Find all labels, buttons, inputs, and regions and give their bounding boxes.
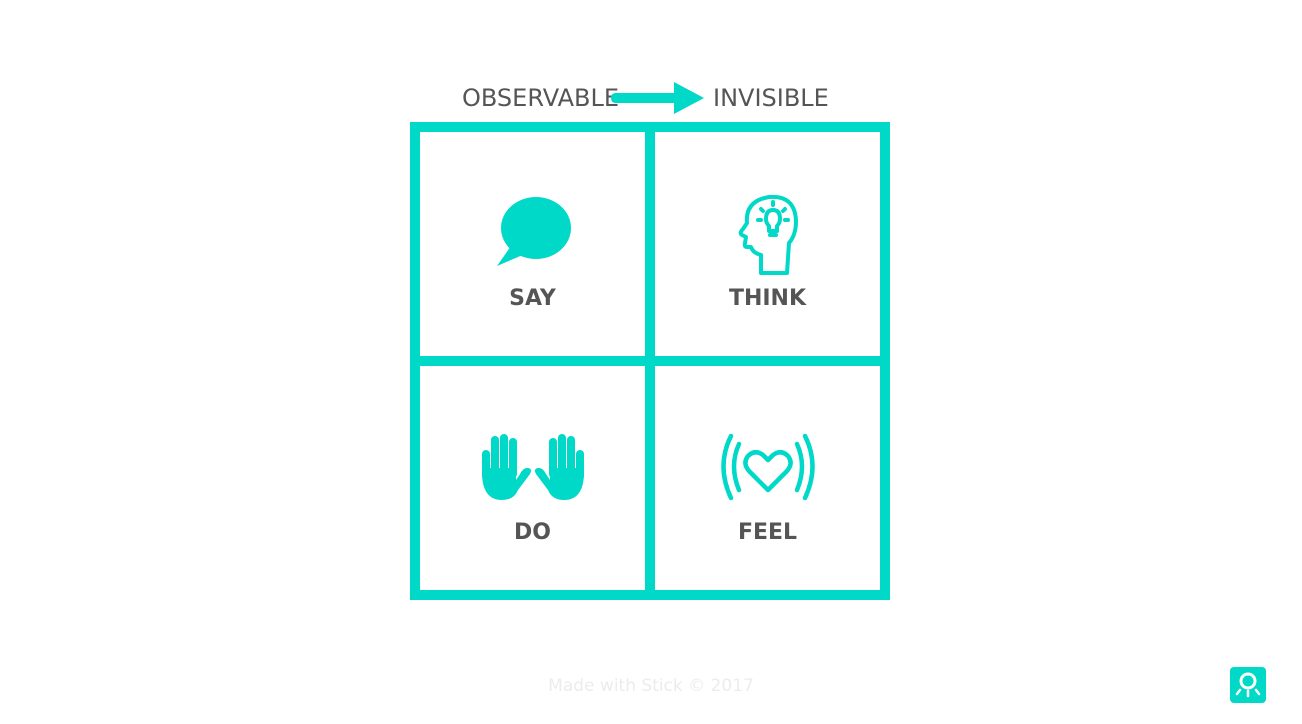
do-label: DO	[514, 520, 551, 545]
raised-hands-icon	[481, 434, 584, 500]
quadrant-feel: FEEL	[655, 366, 880, 590]
head-lightbulb-icon	[738, 194, 798, 275]
stick-logo-icon[interactable]	[1230, 667, 1266, 703]
quadrant-think: THINK	[655, 132, 880, 356]
arrow-right-icon	[611, 82, 704, 114]
invisible-label: INVISIBLE	[713, 84, 829, 112]
observable-label: OBSERVABLE	[462, 84, 619, 112]
quadrant-say: SAY	[420, 132, 645, 356]
say-label: SAY	[509, 286, 556, 311]
heart-waves-icon	[720, 433, 815, 501]
think-label: THINK	[728, 286, 807, 311]
speech-bubble-icon	[496, 197, 571, 266]
footer-credit: Made with Stick © 2017	[548, 676, 754, 696]
feel-label: FEEL	[737, 520, 798, 545]
quadrant-do: DO	[420, 366, 645, 590]
axis-header: OBSERVABLE INVISIBLE	[410, 80, 890, 116]
empathy-map-grid: SAY THINK	[410, 122, 890, 600]
stick-logo-glyph	[1235, 672, 1261, 698]
